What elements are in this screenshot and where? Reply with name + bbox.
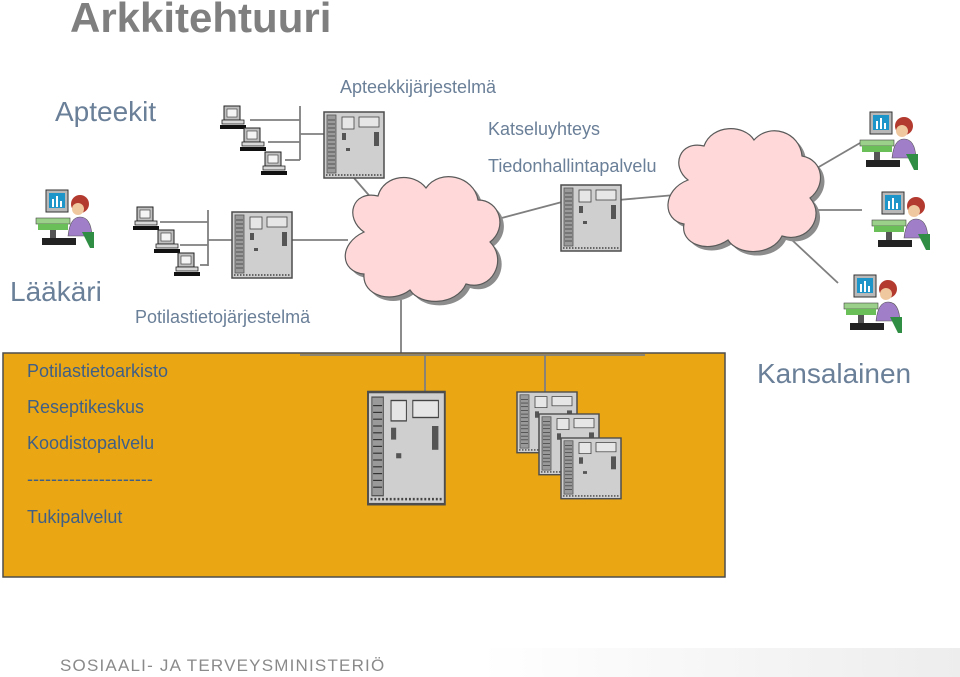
cloud-icon — [667, 128, 825, 256]
label-laakari: Lääkäri — [10, 276, 102, 307]
workstation-icon — [132, 206, 160, 231]
user-at-computer-icon — [843, 274, 903, 334]
user-at-computer-icon — [871, 191, 931, 251]
page-title: Arkkitehtuuri — [70, 0, 332, 41]
core-item-reseptikeskus: Reseptikeskus — [27, 397, 145, 417]
label-katseluyhteys: Katseluyhteys — [488, 119, 601, 139]
label-potilastietojarjestelma: Potilastietojärjestelmä — [135, 307, 311, 327]
server-icon — [323, 111, 385, 179]
core-item-tukipalvelut: Tukipalvelut — [27, 507, 123, 527]
core-item-separator: --------------------- — [27, 469, 153, 489]
label-tiedonhallintapalvelu: Tiedonhallintapalvelu — [488, 156, 657, 176]
label-apteekkijarjestelma: Apteekkijärjestelmä — [340, 77, 497, 97]
server-icon — [560, 437, 622, 500]
user-at-computer-icon — [859, 111, 919, 171]
server-icon — [231, 211, 293, 279]
core-item-koodistopalvelu: Koodistopalvelu — [27, 433, 155, 453]
user-at-computer-icon — [35, 189, 95, 249]
label-apteekit: Apteekit — [55, 96, 157, 127]
workstation-icon — [239, 127, 267, 152]
cloud-icon — [344, 176, 504, 306]
workstation-icon — [219, 105, 247, 130]
footer-band — [480, 648, 960, 677]
footer-ministry-logo: SOSIAALI- JA TERVEYSMINISTERIÖ — [60, 656, 386, 675]
server-icon — [560, 184, 622, 252]
server-icon — [366, 390, 447, 506]
label-kansalainen: Kansalainen — [757, 358, 912, 389]
workstation-icon — [153, 229, 181, 254]
core-item-potilastietoarkisto: Potilastietoarkisto — [27, 361, 169, 381]
workstation-icon — [173, 252, 201, 277]
workstation-icon — [260, 151, 288, 176]
